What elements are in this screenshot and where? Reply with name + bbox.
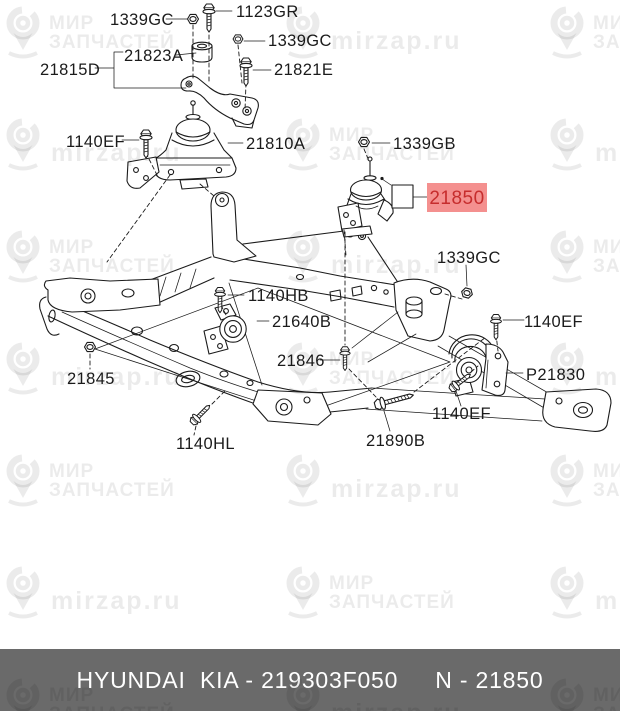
part-label-1339gc-2: 1339GC	[268, 32, 332, 50]
bolt-icon	[187, 401, 214, 428]
mount-bracket-21815d	[180, 75, 259, 129]
part-label-21640b: 21640B	[272, 313, 331, 331]
part-label-1339gc-mid: 1339GC	[437, 249, 501, 267]
highlight-callout-21850[interactable]: 21850	[380, 176, 487, 212]
part-label-1140hl: 1140HL	[176, 435, 235, 453]
part-label-21810a: 21810A	[246, 135, 305, 153]
nut-icon	[232, 34, 244, 44]
nut-icon	[357, 136, 371, 148]
assembly-dashed-lines	[89, 24, 499, 436]
footer-part-number: N - 21850	[435, 666, 544, 693]
footer-catalog-code: HYUNDAI KIA - 219303F050	[76, 666, 399, 693]
bolt-icon	[339, 346, 351, 372]
transmission-mount-21850	[337, 156, 394, 238]
bolt-icon	[372, 388, 416, 412]
engine-mount-21810a	[126, 100, 237, 190]
part-labels: 1339GC 1123GR 21823A 1339GC 21815D 21821…	[40, 3, 585, 453]
part-label-1339gc-top: 1339GC	[110, 11, 174, 29]
bolt-icon	[139, 129, 153, 159]
part-label-21815d: 21815D	[40, 61, 100, 79]
part-label-21846: 21846	[277, 352, 325, 370]
callout-box	[391, 184, 414, 209]
roll-stopper-21640b	[203, 303, 247, 355]
part-label-1140ef-left: 1140EF	[66, 133, 125, 151]
footer-bar: HYUNDAI KIA - 219303F050 N - 21850	[0, 649, 620, 711]
parts-diagram: 21850 1339GC 1123GR 21823A 1339GC 21815D…	[39, 3, 612, 453]
nut-icon	[83, 341, 97, 353]
part-label-1339gb: 1339GB	[393, 135, 456, 153]
part-label-21823a: 21823A	[124, 47, 183, 65]
part-label-21821e: 21821E	[274, 61, 333, 79]
leader-lines	[94, 10, 525, 432]
part-label-1140ef-bottom: 1140EF	[432, 405, 491, 423]
subframe-drawing	[39, 191, 612, 432]
part-label-1140ef-right: 1140EF	[524, 313, 583, 331]
damper-21823a	[191, 41, 213, 63]
bolt-icon	[490, 314, 502, 341]
part-label-21845: 21845	[67, 370, 115, 388]
bolt-icon	[202, 3, 216, 33]
highlight-box[interactable]	[427, 183, 487, 212]
nut-icon	[459, 286, 475, 300]
part-label-1140hb: 1140HB	[248, 287, 309, 305]
nut-icon	[186, 13, 200, 25]
part-label-p21830: P21830	[526, 366, 585, 384]
part-label-21890b: 21890B	[366, 432, 425, 450]
projection-plane-lines	[94, 287, 451, 416]
part-label-21850-highlighted[interactable]: 21850	[429, 188, 484, 209]
roll-stopper-p21830	[448, 334, 509, 397]
part-label-1123gr: 1123GR	[236, 3, 299, 21]
